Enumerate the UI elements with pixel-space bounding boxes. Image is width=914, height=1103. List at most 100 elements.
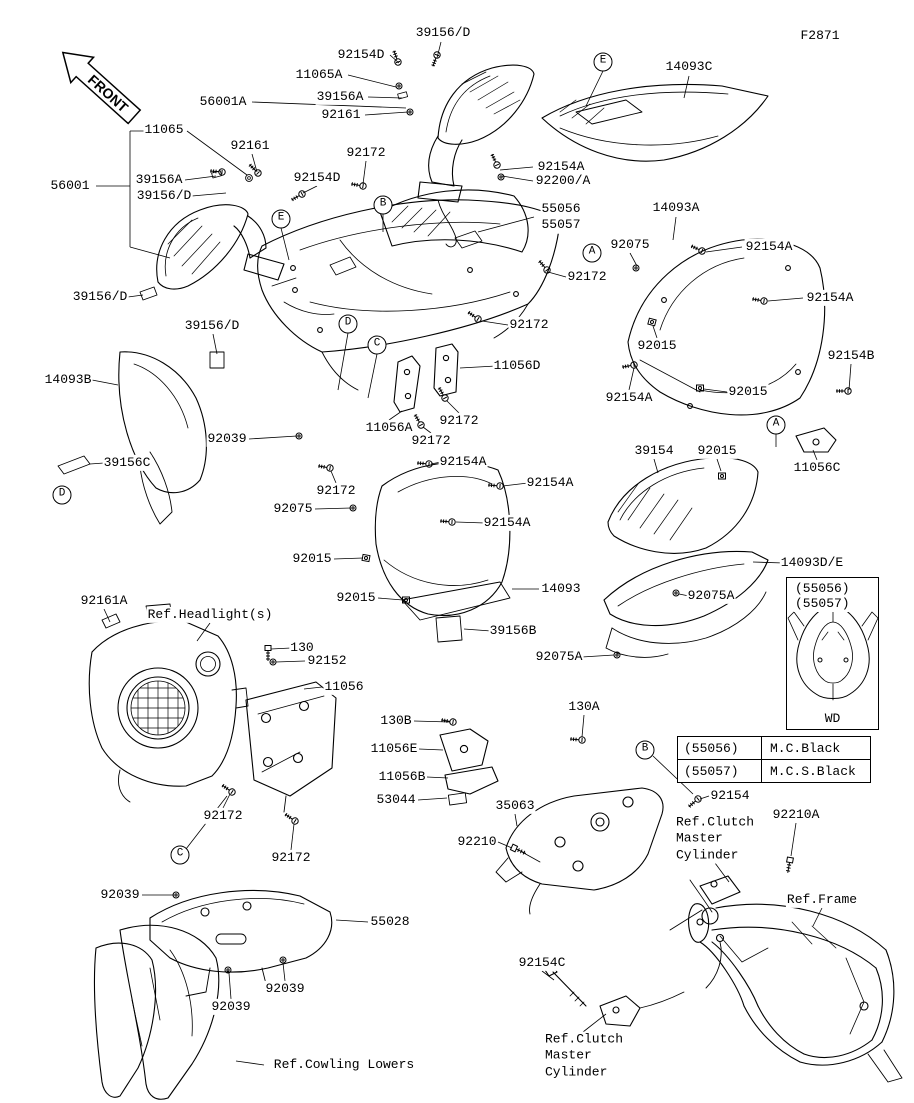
reference-label: Ref.Cowling Lowers [272,1056,416,1074]
inset-caption: WD [824,711,841,726]
part-callout: 92172 [315,482,357,500]
table-cell-code: (55057) [678,760,762,782]
view-marker-d: D [338,314,358,334]
part-callout: 92200/A [534,172,592,190]
view-marker-e: E [271,209,291,229]
part-callout: 55056 55057 [540,200,582,234]
part-callout: 92039 [206,430,248,448]
color-inset-box: (55056) (55057) WD [786,577,879,730]
part-callout: 56001A [198,93,248,111]
reference-label: Ref.Clutch Master Cylinder [674,814,756,864]
part-callout: 92075 [609,236,651,254]
figure-code: F2871 [799,27,841,45]
view-marker-a: A [766,415,786,435]
part-callout: 56001 [49,177,91,195]
part-callout: 92154A [604,389,654,407]
part-callout: 39156B [488,622,538,640]
part-callout: 130 [289,639,315,657]
part-callout: 11056A [364,419,414,437]
part-callout: 92172 [202,807,244,825]
part-callout: 92161A [79,592,129,610]
part-callout: 92015 [636,337,678,355]
part-callout: 14093 [540,580,582,598]
part-callout: 14093D/E [779,554,845,572]
table-cell-color: M.C.S.Black [770,763,856,779]
table-cell-code: (55056) [678,737,762,759]
view-marker-e: E [593,52,613,72]
part-callout: 53044 [375,791,417,809]
part-callout: 39154 [633,442,675,460]
part-callout: 92154A [482,514,532,532]
part-callout: 92154A [536,158,586,176]
part-callout: 39156/D [135,187,193,205]
part-callout: 39156C [102,454,152,472]
part-callout: 14093C [664,58,714,76]
table-row: (55057) M.C.S.Black [678,759,870,782]
part-callout: 11056 [323,678,365,696]
part-callout: 92015 [727,383,769,401]
part-callout: 11056B [377,768,427,786]
view-marker-b: B [635,740,655,760]
part-callout: 92154A [438,453,488,471]
color-code: (55057) [794,595,851,612]
part-callout: 92172 [438,412,480,430]
part-callout: 92075A [686,587,736,605]
part-callout: 92039 [99,886,141,904]
reference-label: Ref.Clutch Master Cylinder [543,1031,625,1081]
view-marker-d: D [52,485,72,505]
part-callout: 92154C [517,954,567,972]
part-callout: 92075 [272,500,314,518]
color-code: (55056) [794,581,851,597]
part-callout: 11056E [369,740,419,758]
part-callout: 92015 [291,550,333,568]
part-callout: 92154A [805,289,855,307]
reference-label: Ref.Frame [785,891,859,909]
part-callout: 92075A [534,648,584,666]
part-callout: 92039 [210,998,252,1016]
view-marker-b: B [373,195,393,215]
reference-label: Ref.Headlight(s) [146,606,274,624]
part-callout: 14093B [43,371,93,389]
part-callout: 92161 [229,137,271,155]
part-callout: 130B [379,712,413,730]
part-callout: 92154D [336,46,386,64]
part-callout: 92172 [345,144,387,162]
part-callout: 92172 [270,849,312,867]
table-cell-color: M.C.Black [770,740,841,756]
part-callout: 39156/D [183,317,241,335]
part-callout: 92161 [320,106,362,124]
part-callout: 92152 [306,652,348,670]
part-callout: 92172 [410,432,452,450]
part-callout: 92015 [696,442,738,460]
view-marker-c: C [367,335,387,355]
color-inset-codes: (55056) (55057) [794,581,878,612]
part-callout: 92015 [335,589,377,607]
view-marker-a: A [582,243,602,263]
part-callout: 14093A [651,199,701,217]
part-callout: 130A [567,698,601,716]
part-callout: 92172 [508,316,550,334]
part-callout: 92154D [292,169,342,187]
part-callout: 39156/D [414,24,472,42]
part-callout: 39156A [315,88,365,106]
color-code-table: (55056) M.C.Black (55057) M.C.S.Black [677,736,871,783]
part-callout: 92172 [566,268,608,286]
part-callout: 11056C [792,459,842,477]
view-marker-c: C [170,845,190,865]
part-callout: 92210A [771,806,821,824]
part-callout: 35063 [494,797,536,815]
part-callout: 55028 [369,913,411,931]
table-row: (55056) M.C.Black [678,737,870,759]
part-callout: 11065 [143,121,185,139]
part-callout: 92154A [525,474,575,492]
part-callout: 92154A [744,238,794,256]
part-callout: 92039 [264,980,306,998]
part-callout: 39156/D [71,288,129,306]
part-callout: 92154 [709,787,751,805]
part-callout: 11065A [294,66,344,84]
part-callout: 39156A [134,171,184,189]
part-callout: 11056D [492,357,542,375]
part-callout: 92210 [456,833,498,851]
